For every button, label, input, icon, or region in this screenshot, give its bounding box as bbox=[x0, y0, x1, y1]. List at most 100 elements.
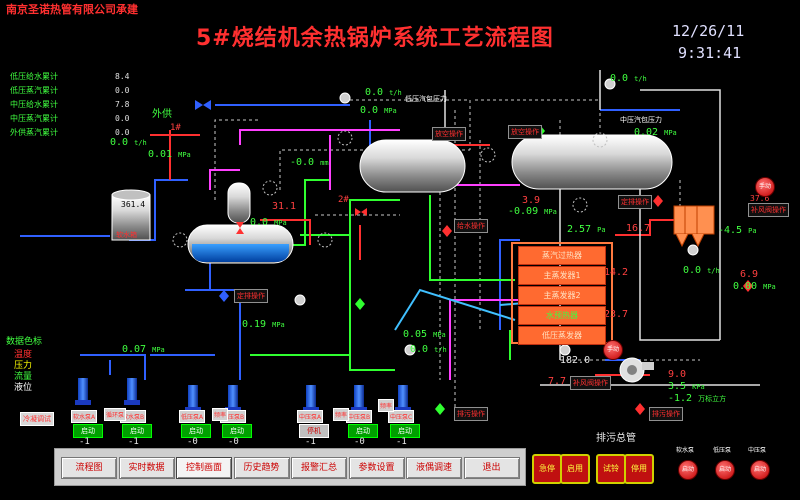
control-button[interactable]: 停用 bbox=[624, 454, 654, 484]
mp-top-flow: 0.0 t/h bbox=[610, 73, 647, 84]
motor-label: 低压泵 bbox=[713, 447, 732, 454]
valve-1-label: 1# bbox=[170, 123, 181, 133]
feed-pressure: 0.07 MPa bbox=[122, 344, 165, 355]
external-flow: 0.0 t/h bbox=[110, 137, 147, 148]
lp-vent-op-button[interactable]: 放空操作 bbox=[432, 127, 466, 141]
boiler-section: 主蒸发器1 bbox=[518, 266, 606, 285]
nav-button[interactable]: 参数设置 bbox=[348, 457, 405, 479]
condense-test-button[interactable]: 冷凝调试 bbox=[20, 412, 54, 426]
air-valve-op-button[interactable]: 补风阀操作 bbox=[748, 203, 789, 217]
counter-value: 0.0 bbox=[115, 86, 130, 95]
mp-top-pressure: 0.02 MPa bbox=[634, 127, 677, 138]
deaerator-pressure: 0.0 MPa bbox=[250, 217, 287, 228]
nav-bar: 流程图实时数据控制画面历史趋势报警汇总参数设置液偶调速退出 bbox=[54, 448, 526, 486]
pump-value: -1 bbox=[396, 437, 407, 447]
tank-level-value: 361.4 bbox=[121, 200, 146, 209]
lp-drum bbox=[359, 139, 466, 193]
pump-tag-right-a: 频率 bbox=[378, 399, 395, 412]
aux-valve-op-button[interactable]: 补风阀操作 bbox=[570, 376, 611, 390]
counter-value: 0.0 bbox=[115, 114, 130, 123]
gauges bbox=[294, 78, 699, 356]
steam-lines bbox=[250, 179, 515, 371]
control-button[interactable]: 试铃 bbox=[596, 454, 626, 484]
fan-flow: 0.0 t/h bbox=[683, 265, 720, 276]
page-title: 5#烧结机余热锅炉系统工艺流程图 bbox=[196, 26, 554, 51]
motor-start-button[interactable]: 启动 bbox=[678, 460, 698, 480]
lp-drum-level: -0.0 mm bbox=[290, 157, 329, 168]
blower-pressure: 3.5 KPa bbox=[668, 381, 705, 392]
fan-mpa: 0.00 MPa bbox=[733, 281, 776, 292]
mp-drum-level-red: 3.9 bbox=[522, 195, 541, 206]
nav-button[interactable]: 实时数据 bbox=[118, 457, 175, 479]
deaerator-temp: 31.1 bbox=[272, 201, 297, 212]
control-button[interactable]: 急停 bbox=[532, 454, 562, 484]
legend-item: 温度 bbox=[14, 350, 33, 360]
blowdown-op-button[interactable]: 定排操作 bbox=[618, 195, 652, 209]
tank-label: 软水箱 bbox=[116, 231, 137, 239]
pump-status-button[interactable]: 启动 bbox=[348, 424, 378, 438]
manual-mode-top[interactable]: 手动 bbox=[755, 177, 775, 197]
lp-top-flow: 0.0 t/h bbox=[365, 87, 402, 98]
legend-item: 液位 bbox=[14, 383, 33, 393]
pump-status-button[interactable]: 启动 bbox=[181, 424, 211, 438]
boiler-section: 低压蒸发器 bbox=[518, 326, 606, 345]
manual-mode-mid[interactable]: 手动 bbox=[603, 340, 623, 360]
pump-label: 低压泵A bbox=[179, 410, 206, 423]
pump-value: -1 bbox=[79, 437, 90, 447]
nav-button[interactable]: 流程图 bbox=[61, 457, 117, 479]
lp-drum-pressure-label: 低压汽包压力 bbox=[405, 95, 447, 103]
pump-label: 中压泵A bbox=[297, 410, 324, 423]
pump-value: -0 bbox=[228, 437, 239, 447]
pump-value: -0 bbox=[354, 437, 365, 447]
pump-status-button[interactable]: 启动 bbox=[122, 424, 152, 438]
deaerator-op-button[interactable]: 定排操作 bbox=[234, 289, 268, 303]
mp-drum-pressure-label: 中压汽包压力 bbox=[620, 116, 662, 124]
fan-pressure: -4.5 Pa bbox=[718, 225, 757, 236]
external-supply-label: 外供 bbox=[152, 109, 172, 120]
blower-volume: -1.2 万标立方 bbox=[668, 393, 727, 404]
boiler-section: 主蒸发器2 bbox=[518, 286, 606, 305]
nav-button[interactable]: 退出 bbox=[463, 457, 520, 479]
pump-value: -0 bbox=[187, 437, 198, 447]
counter-label: 中压给水累计 bbox=[10, 100, 58, 109]
counter-label: 低压给水累计 bbox=[10, 72, 58, 81]
mp-vent-op-button[interactable]: 放空操作 bbox=[508, 125, 542, 139]
control-button[interactable]: 启用 bbox=[560, 454, 590, 484]
nav-button[interactable]: 控制画面 bbox=[176, 457, 232, 479]
drain-op-button[interactable]: 排污操作 bbox=[454, 407, 488, 421]
feed2-flow: 0.0 t/h bbox=[410, 344, 447, 355]
pump-status-button[interactable]: 启动 bbox=[390, 424, 420, 438]
drain-op-button-2[interactable]: 排污操作 bbox=[649, 407, 683, 421]
boiler-pressure: 2.57 Pa bbox=[567, 224, 606, 235]
feed2-pressure: 0.05 MPa bbox=[403, 329, 446, 340]
pump-status-button[interactable]: 启动 bbox=[73, 424, 103, 438]
motor-start-button[interactable]: 启动 bbox=[750, 460, 770, 480]
pump-value: -1 bbox=[128, 437, 139, 447]
aux-temp: 7.7 bbox=[548, 376, 567, 387]
legend-item: 压力 bbox=[14, 361, 33, 371]
economizer-out: 182.0 bbox=[560, 355, 591, 366]
nav-button[interactable]: 历史趋势 bbox=[233, 457, 290, 479]
legend-title: 数据色标 bbox=[6, 337, 43, 347]
pump-status-button[interactable]: 启动 bbox=[222, 424, 252, 438]
company-name: 南京圣诺热管有限公司承建 bbox=[6, 3, 138, 16]
feed-op-button[interactable]: 给水操作 bbox=[454, 219, 488, 233]
legend-item: 流量 bbox=[14, 372, 33, 382]
pump-value: -1 bbox=[305, 437, 316, 447]
counter-label: 外供蒸汽累计 bbox=[10, 128, 58, 137]
motor-start-button[interactable]: 启动 bbox=[715, 460, 735, 480]
blower bbox=[619, 357, 654, 383]
flue-in-temp: 16.7 bbox=[626, 223, 651, 234]
pump-tag-mid-a: 频率 bbox=[333, 408, 350, 421]
pump-status-button[interactable]: 停机 bbox=[299, 424, 329, 438]
fan-temp: 6.9 bbox=[740, 269, 759, 280]
lp-top-pressure: 0.0 MPa bbox=[360, 105, 397, 116]
nav-button[interactable]: 液偶调速 bbox=[406, 457, 462, 479]
pump-label: 中压泵B bbox=[346, 410, 373, 423]
boiler-section: 水预热器 bbox=[518, 306, 606, 325]
nav-button[interactable]: 报警汇总 bbox=[291, 457, 347, 479]
pump-label: 中压泵C bbox=[388, 410, 415, 423]
valve-2-label: 2# bbox=[338, 195, 349, 205]
hp-pump-pressure: 0.19 MPa bbox=[242, 319, 285, 330]
